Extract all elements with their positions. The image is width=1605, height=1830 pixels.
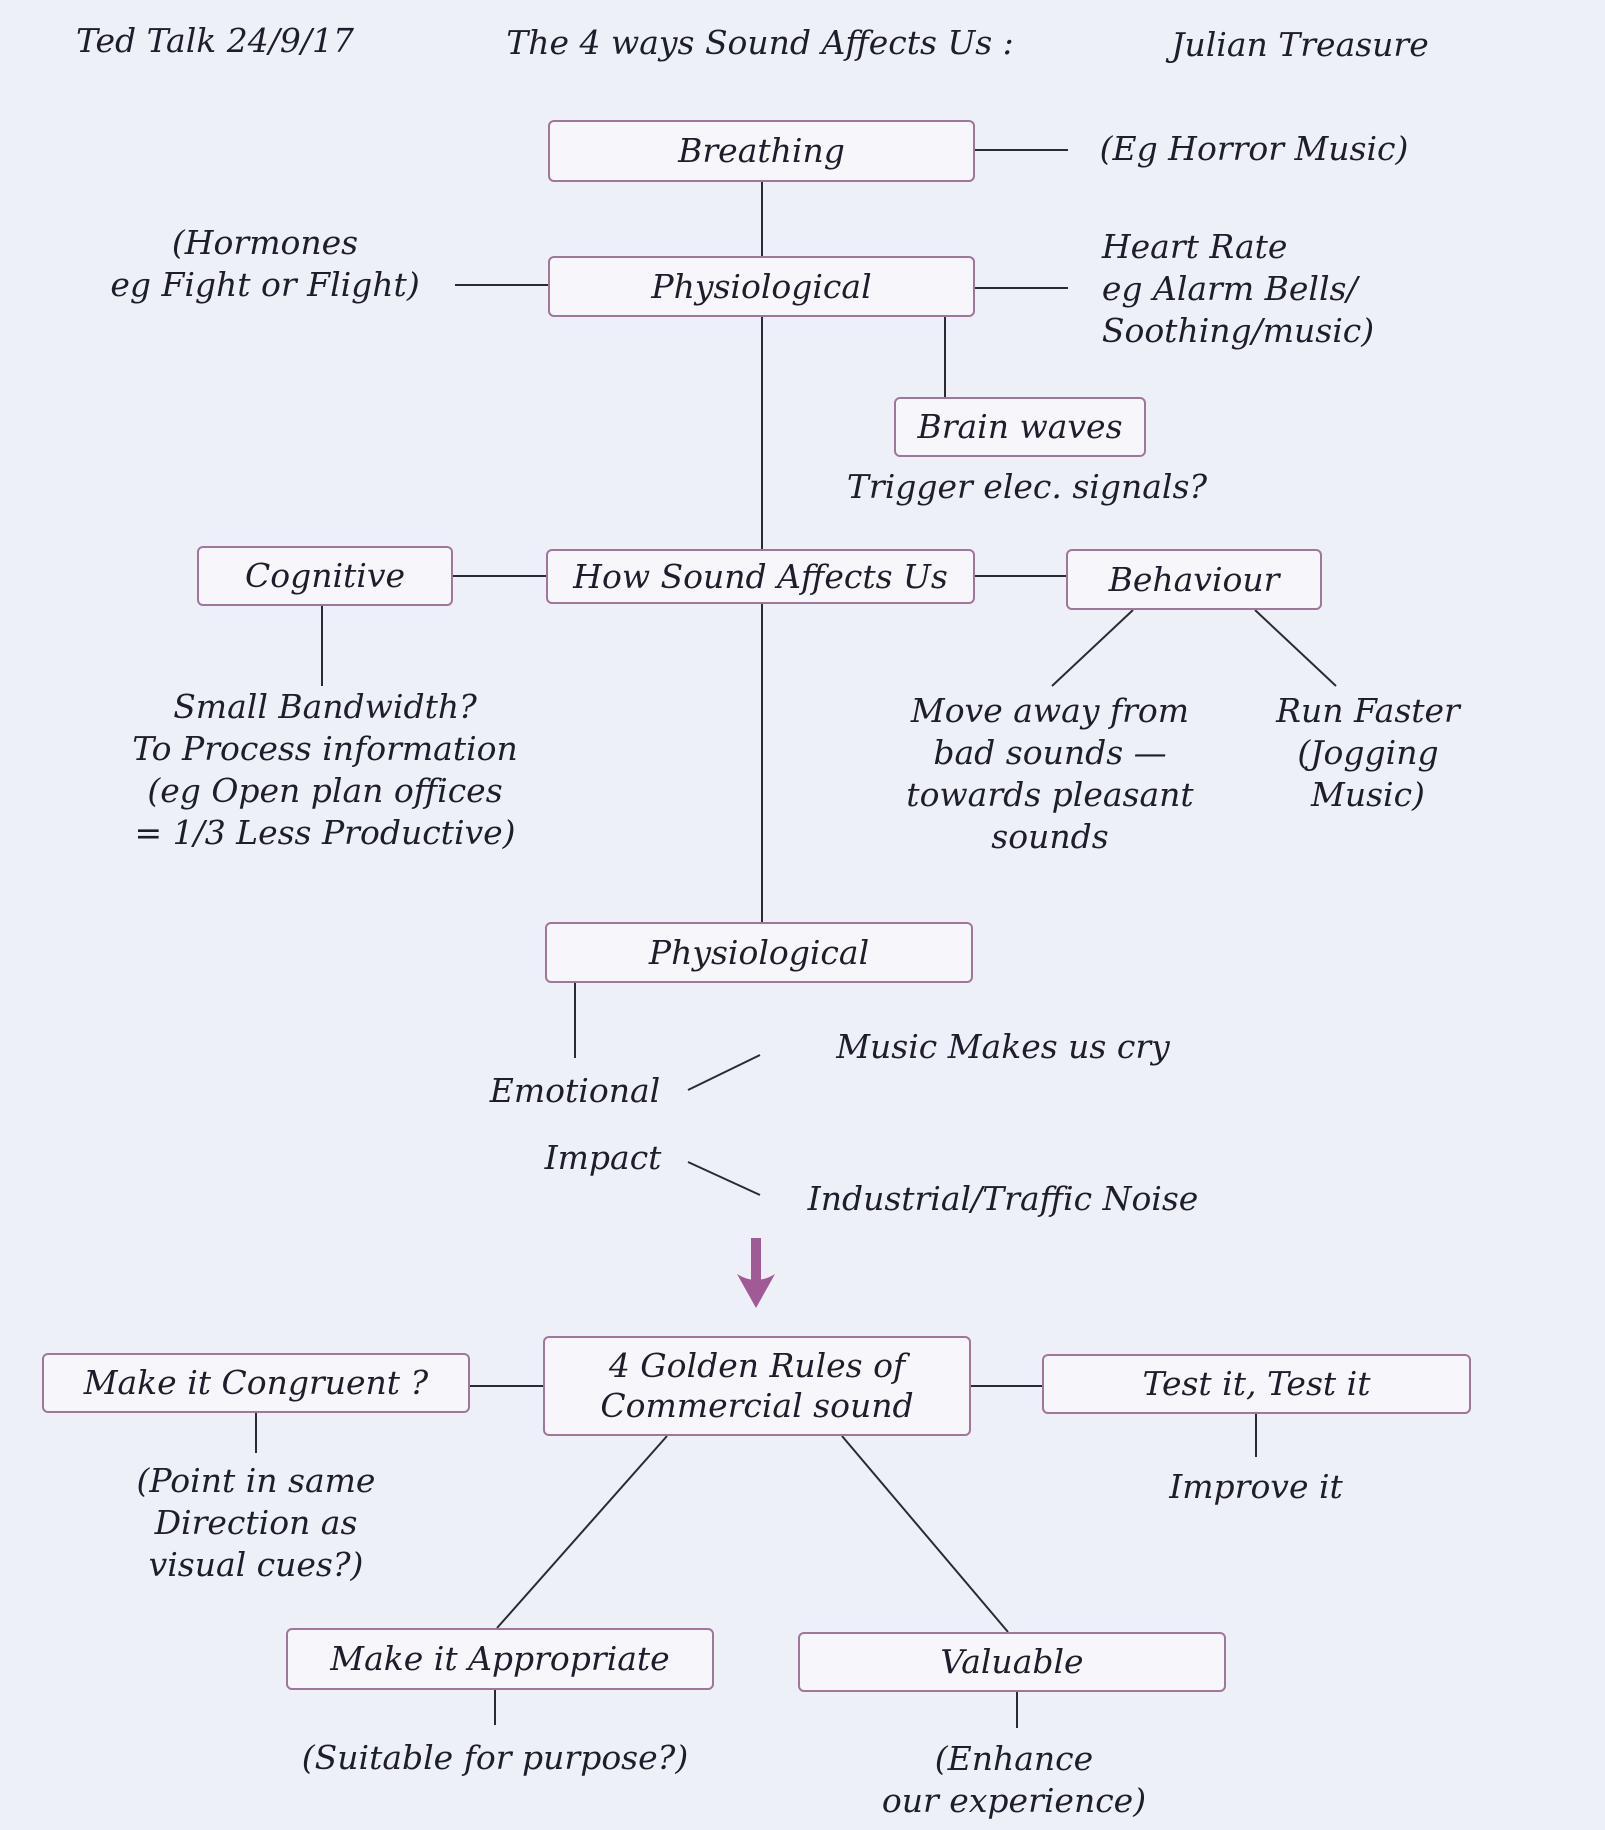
note-point-same-direction: (Point in same Direction as visual cues?… [136, 1461, 376, 1584]
node-cognitive: Cognitive [197, 546, 453, 606]
header-author: Julian Treasure [1171, 25, 1429, 64]
note-enhance-experience: (Enhance our experience) [881, 1739, 1147, 1820]
note-move-away: Move away from bad sounds — towards plea… [906, 691, 1194, 856]
note-hormones: (Hormones eg Fight or Flight) [110, 223, 420, 304]
node-make-it-congruent: Make it Congruent ? [42, 1353, 470, 1413]
note-suitable-for-purpose: (Suitable for purpose?) [301, 1738, 689, 1777]
down-arrow-icon [737, 1238, 775, 1308]
note-run-faster: Run Faster (Jogging Music) [1276, 691, 1460, 814]
note-emotional: Emotional [489, 1071, 661, 1110]
note-improve-it: Improve it [1169, 1467, 1343, 1506]
note-music-makes-us-cry: Music Makes us cry [836, 1027, 1170, 1066]
note-industrial-noise: Industrial/Traffic Noise [807, 1179, 1199, 1218]
node-test-it: Test it, Test it [1042, 1354, 1471, 1414]
note-impact: Impact [544, 1138, 662, 1177]
node-physiological-bottom: Physiological [545, 922, 973, 983]
node-how-sound-affects-us: How Sound Affects Us [546, 549, 975, 604]
node-golden-rules: 4 Golden Rules of Commercial sound [543, 1336, 971, 1436]
note-small-bandwidth: Small Bandwidth? To Process information … [132, 687, 518, 852]
note-horror-music: (Eg Horror Music) [1099, 129, 1409, 168]
node-make-it-appropriate: Make it Appropriate [286, 1628, 714, 1690]
node-physiological-top: Physiological [548, 256, 975, 317]
node-valuable: Valuable [798, 1632, 1226, 1692]
node-breathing: Breathing [548, 120, 975, 182]
note-heart-rate: Heart Rate eg Alarm Bells/ Soothing/musi… [1101, 227, 1375, 350]
node-behaviour: Behaviour [1066, 549, 1322, 610]
node-brain-waves: Brain waves [894, 397, 1146, 457]
header-date: Ted Talk 24/9/17 [76, 21, 354, 60]
page-title: The 4 ways Sound Affects Us : [506, 23, 1014, 62]
note-trigger-signals: Trigger elec. signals? [846, 467, 1208, 506]
